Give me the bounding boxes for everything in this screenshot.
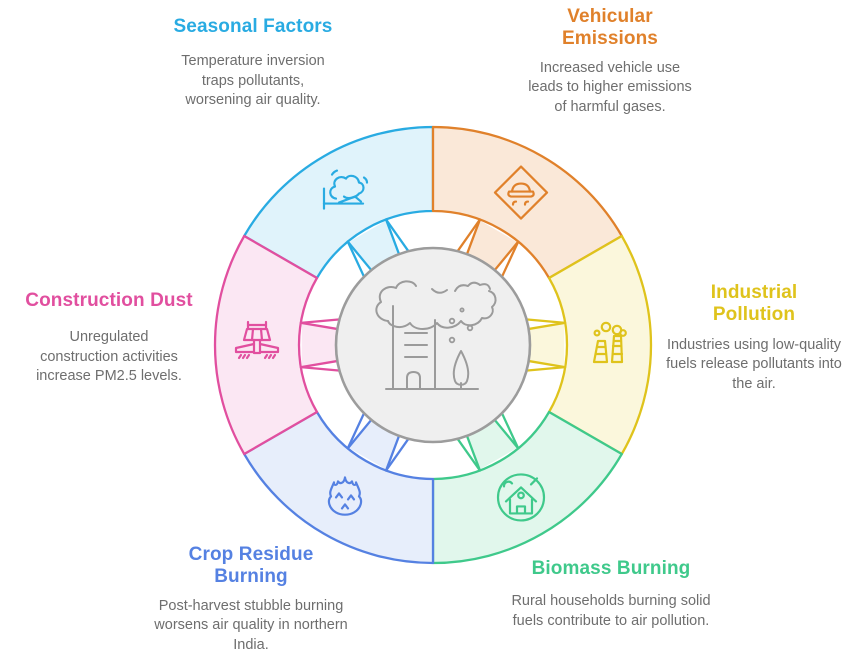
- segment-title: Biomass Burning: [531, 558, 691, 579]
- segment-title: Crop Residue Burning: [188, 544, 314, 588]
- center-circle: [334, 246, 532, 444]
- segment-title: Seasonal Factors: [173, 16, 333, 37]
- paver-machine-icon: [234, 320, 280, 360]
- flame-icon: [327, 476, 363, 516]
- segment-industrial-pollution: [522, 234, 653, 456]
- segment-label-crop-residue-burning: Crop Residue Burning Post-harvest stubbl…: [144, 544, 358, 655]
- segment-description: Industries using low-quality fuels relea…: [666, 336, 842, 392]
- segment-description: Unregulated construction activities incr…: [36, 329, 182, 385]
- segment-description: Increased vehicle use leads to higher em…: [528, 59, 692, 115]
- segment-title: Industrial Pollution: [710, 282, 798, 326]
- segment-description: Temperature inversion traps pollutants, …: [181, 53, 325, 109]
- segment-title: Vehicular Emissions: [562, 6, 658, 50]
- segment-description: Rural households burning solid fuels con…: [511, 593, 711, 629]
- segment-label-seasonal-factors: Seasonal Factors Temperature inversion t…: [128, 16, 378, 111]
- segment-label-industrial-pollution: Industrial Pollution Industries using lo…: [656, 282, 852, 394]
- eco-house-icon: [496, 473, 546, 522]
- segment-description: Post-harvest stubble burning worsens air…: [154, 597, 348, 653]
- segment-label-construction-dust: Construction Dust Unregulated constructi…: [8, 290, 210, 387]
- center-illustration: [375, 280, 497, 390]
- car-warning-icon: [493, 165, 549, 220]
- inversion-cloud-icon: [322, 169, 369, 210]
- segment-label-vehicular-emissions: Vehicular Emissions Increased vehicle us…: [500, 6, 720, 117]
- segment-label-biomass-burning: Biomass Burning Rural households burning…: [490, 558, 732, 631]
- factory-smoke-icon: [592, 321, 627, 364]
- segment-title: Construction Dust: [25, 290, 193, 311]
